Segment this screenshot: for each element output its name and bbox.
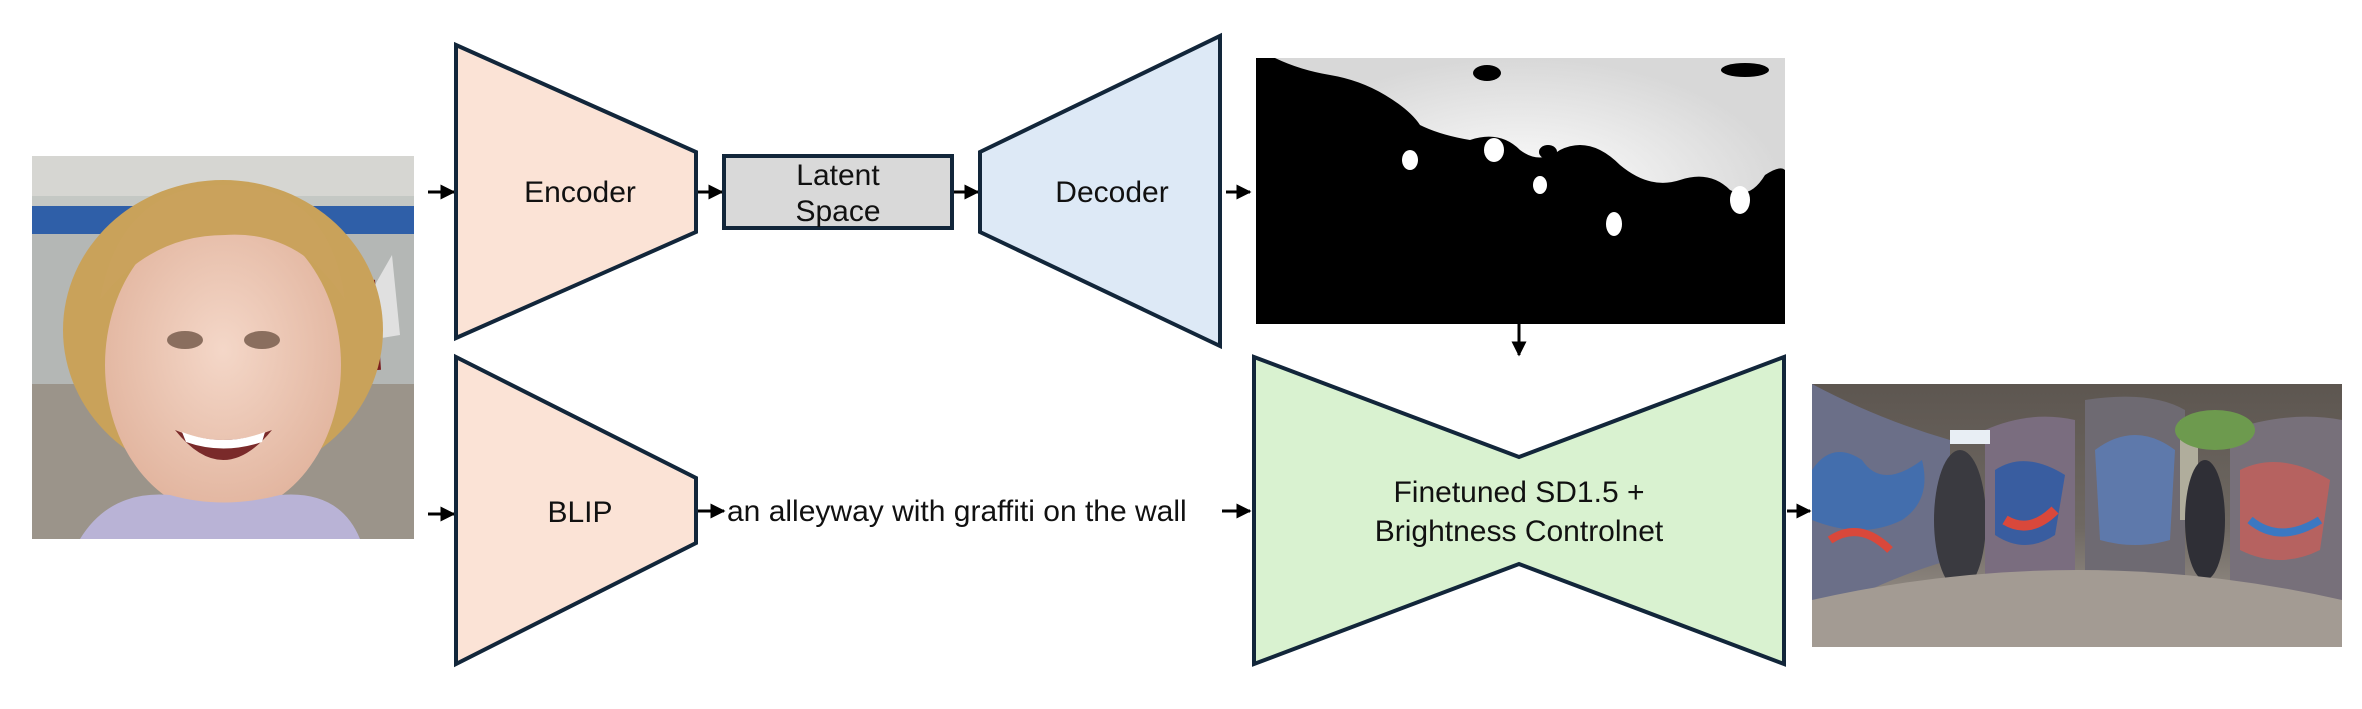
decoder-shape [978, 32, 1222, 350]
encoder-block: Encoder [454, 41, 698, 342]
latent-space-label-line2: Space [795, 195, 880, 228]
latent-space-block: Latent Space [722, 154, 954, 230]
decoder-label: Decoder [1055, 176, 1168, 209]
encoder-label: Encoder [524, 176, 636, 209]
sd-controlnet-shape [1252, 354, 1786, 667]
blip-shape [454, 353, 698, 668]
blip-label: BLIP [547, 496, 612, 529]
arrows [428, 184, 1812, 522]
input-face-photo [32, 156, 414, 539]
sd-label-line2: Brightness Controlnet [1375, 515, 1664, 548]
latent-space-box [722, 154, 954, 230]
sd-controlnet-block: Finetuned SD1.5 + Brightness Controlnet [1252, 354, 1786, 667]
caption-text: an alleyway with graffiti on the wall [727, 495, 1187, 528]
encoder-shape [454, 41, 698, 342]
decoder-block: Decoder [978, 32, 1222, 350]
latent-space-label-line1: Latent [796, 159, 880, 192]
sd-label-line1: Finetuned SD1.5 + [1393, 476, 1644, 509]
brightness-map-image [1256, 58, 1785, 324]
blip-block: BLIP [454, 353, 698, 668]
output-panorama-image [1812, 384, 2342, 647]
